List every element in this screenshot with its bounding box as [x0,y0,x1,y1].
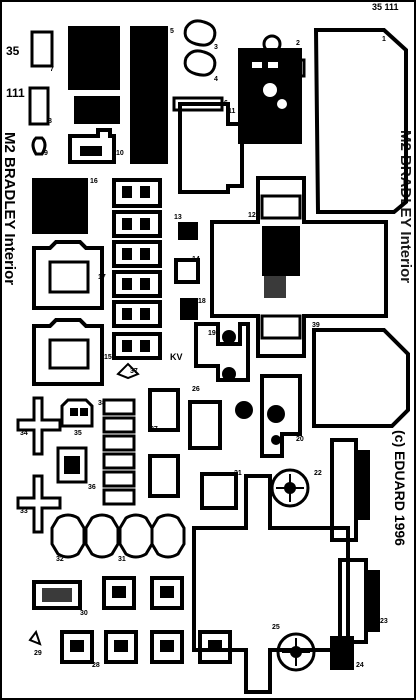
part-number: 21 [234,470,242,477]
part-number: 28 [92,662,100,669]
part-9 [31,136,47,156]
part-number: 8 [48,118,52,125]
part-12 [210,176,388,358]
part-7 [30,30,54,68]
part-number: 35 [74,430,82,437]
part-number: 39 [312,322,320,329]
part-number: 26 [192,386,200,393]
part-35 [60,398,94,428]
part-number: 20 [296,436,304,443]
part-number: 16 [90,178,98,185]
part-28-group [60,576,232,664]
mirrored-model-title: M2 BRADLEY Interior [397,130,414,284]
part-10 [68,128,116,164]
part-20 [260,374,302,458]
part-37 [116,362,140,380]
part-5-b [130,26,168,164]
part-11 [178,102,244,194]
part-number: 38 [98,400,106,407]
part-number: 7 [50,66,54,73]
part-17-b [32,318,104,386]
part-21-b [330,438,358,542]
part-27-a [148,388,180,432]
part-3 [183,19,217,47]
part-number: 25 [272,624,280,631]
part-27-b [148,454,180,498]
part-number: 9 [44,150,48,157]
part-number: 29 [34,650,42,657]
part-number: 34 [20,430,28,437]
part-18 [180,298,198,320]
part-number: 11 [228,108,236,115]
part-number: 13 [174,214,182,221]
part-number: 1 [382,36,386,43]
part-number: 32 [56,556,64,563]
part-number: 4 [214,76,218,83]
part-number: 5 [170,28,174,35]
part-number: 2 [296,40,300,47]
part-number: 23 [380,618,388,625]
part-30 [32,580,82,610]
top-edge-code: 35 111 [372,2,399,12]
part-16 [32,178,88,234]
part-number: 17 [98,274,106,281]
part-number: 10 [116,150,124,157]
copyright-text: (c) EDUARD 1996 [392,430,408,546]
part-19 [194,322,250,382]
part-1 [313,28,408,214]
kv-symbol: KV [170,352,183,362]
part-14 [174,258,200,284]
part-number: 3 [214,44,218,51]
part-39 [312,328,410,428]
part-number: 12 [248,212,256,219]
part-25 [192,474,350,694]
part-10-window [80,146,102,156]
sheet-code-line-1: 35 [6,44,20,58]
part-26 [188,400,222,450]
part-number: 19 [208,330,216,337]
part-29 [28,629,42,646]
part-15-column [112,178,162,360]
part-32 [50,513,86,559]
part-5-c [74,96,120,124]
part-31-a [84,513,120,559]
part-34 [16,396,62,456]
part-24 [330,636,354,670]
part-33 [16,474,62,534]
part-number: 24 [356,662,364,669]
part-17-a [32,240,104,310]
part-number: 18 [198,298,206,305]
part-31-b [118,513,154,559]
part-23 [338,558,368,644]
part-number: 6 [224,100,228,107]
part-13 [178,222,198,240]
part-number: 14 [192,256,200,263]
model-title: M2 BRADLEY Interior [1,132,18,286]
part-5-a [68,26,120,90]
part-number: 15 [104,354,112,361]
part-8 [28,86,50,126]
part-number: 36 [88,484,96,491]
part-number: 33 [20,508,28,515]
part-36 [56,446,88,484]
part-21-a [200,472,238,510]
part-number: 30 [80,610,88,617]
part-31-c [150,513,186,559]
part-22-b [276,632,316,672]
part-4 [183,49,217,77]
part-number: 37 [130,368,138,375]
part-number: 22 [314,470,322,477]
part-number: 31 [118,556,126,563]
sheet-code-line-2: 111 [6,86,25,100]
part-38-column [102,398,136,506]
part-number: 27 [150,426,158,433]
